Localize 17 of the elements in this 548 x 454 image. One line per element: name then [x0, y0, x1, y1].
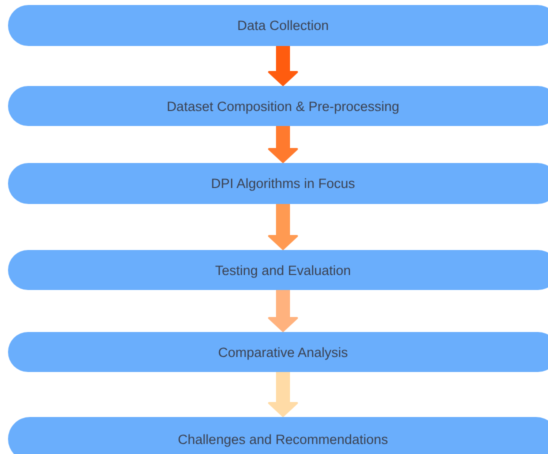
process-pill — [8, 163, 548, 204]
step-label: Comparative Analysis — [218, 344, 348, 360]
process-pill — [8, 332, 548, 372]
step-label: Dataset Composition & Pre-processing — [166, 98, 400, 114]
process-pill — [8, 250, 548, 290]
down-arrow — [268, 290, 298, 332]
down-arrow — [268, 204, 298, 250]
step-label: Challenges and Recommendations — [178, 432, 388, 446]
down-arrow — [268, 126, 298, 163]
step-label: Data Collection — [237, 18, 329, 33]
process-pill — [8, 86, 548, 126]
step-label: Testing and Evaluation — [215, 262, 351, 278]
step-label: DPI Algorithms in Focus — [210, 176, 356, 191]
process-pill — [8, 417, 548, 454]
process-pill — [8, 5, 548, 46]
down-arrow — [268, 372, 298, 417]
down-arrow — [268, 46, 298, 86]
